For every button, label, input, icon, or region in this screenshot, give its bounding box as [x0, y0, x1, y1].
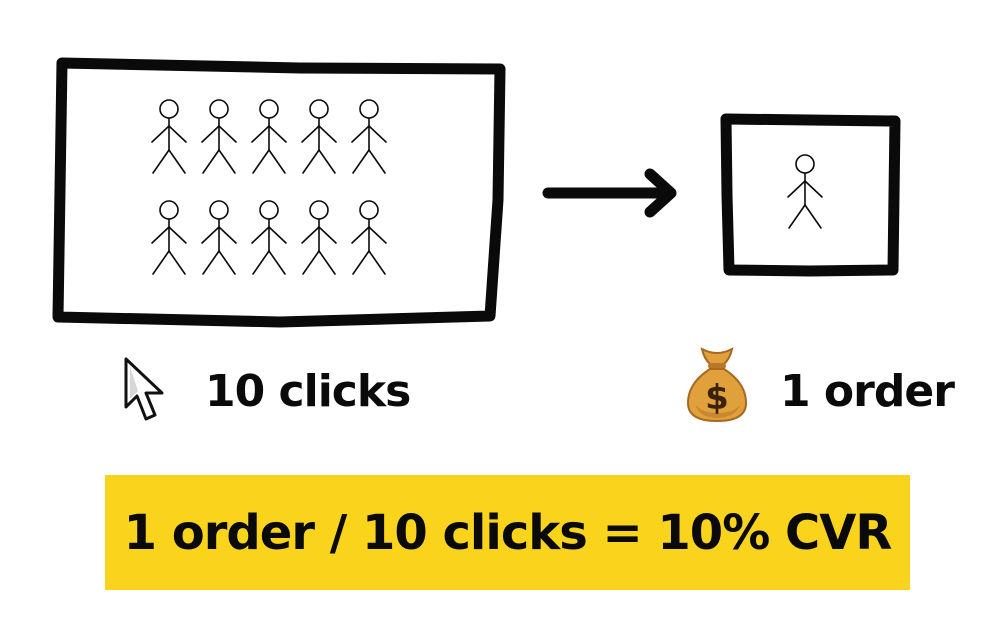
customer-figures — [787, 154, 823, 229]
right-arrow-icon — [542, 168, 677, 218]
mouse-pointer-icon — [122, 355, 174, 431]
stick-figure-icon — [251, 99, 287, 174]
stick-figure-icon — [301, 200, 337, 275]
stick-figure-icon — [201, 200, 237, 275]
orders-caption: 1 order — [780, 366, 955, 417]
stick-figure-icon — [201, 99, 237, 174]
stick-figure-icon — [151, 200, 187, 275]
money-bag-icon: $ — [682, 343, 752, 429]
formula-text: 1 order / 10 clicks = 10% CVR — [123, 504, 893, 561]
svg-text:$: $ — [705, 378, 729, 418]
stick-figure-icon — [787, 154, 823, 229]
visitor-figures — [151, 99, 387, 275]
visitors-box — [52, 57, 506, 328]
stick-figure-icon — [351, 200, 387, 275]
stick-figure-icon — [301, 99, 337, 174]
customers-box — [720, 113, 901, 277]
clicks-caption: 10 clicks — [205, 366, 411, 417]
stick-figure-icon — [151, 99, 187, 174]
formula-banner-bg — [105, 475, 910, 590]
stick-figure-icon — [351, 99, 387, 174]
stick-figure-icon — [251, 200, 287, 275]
formula-banner: 1 order / 10 clicks = 10% CVR — [105, 475, 910, 590]
